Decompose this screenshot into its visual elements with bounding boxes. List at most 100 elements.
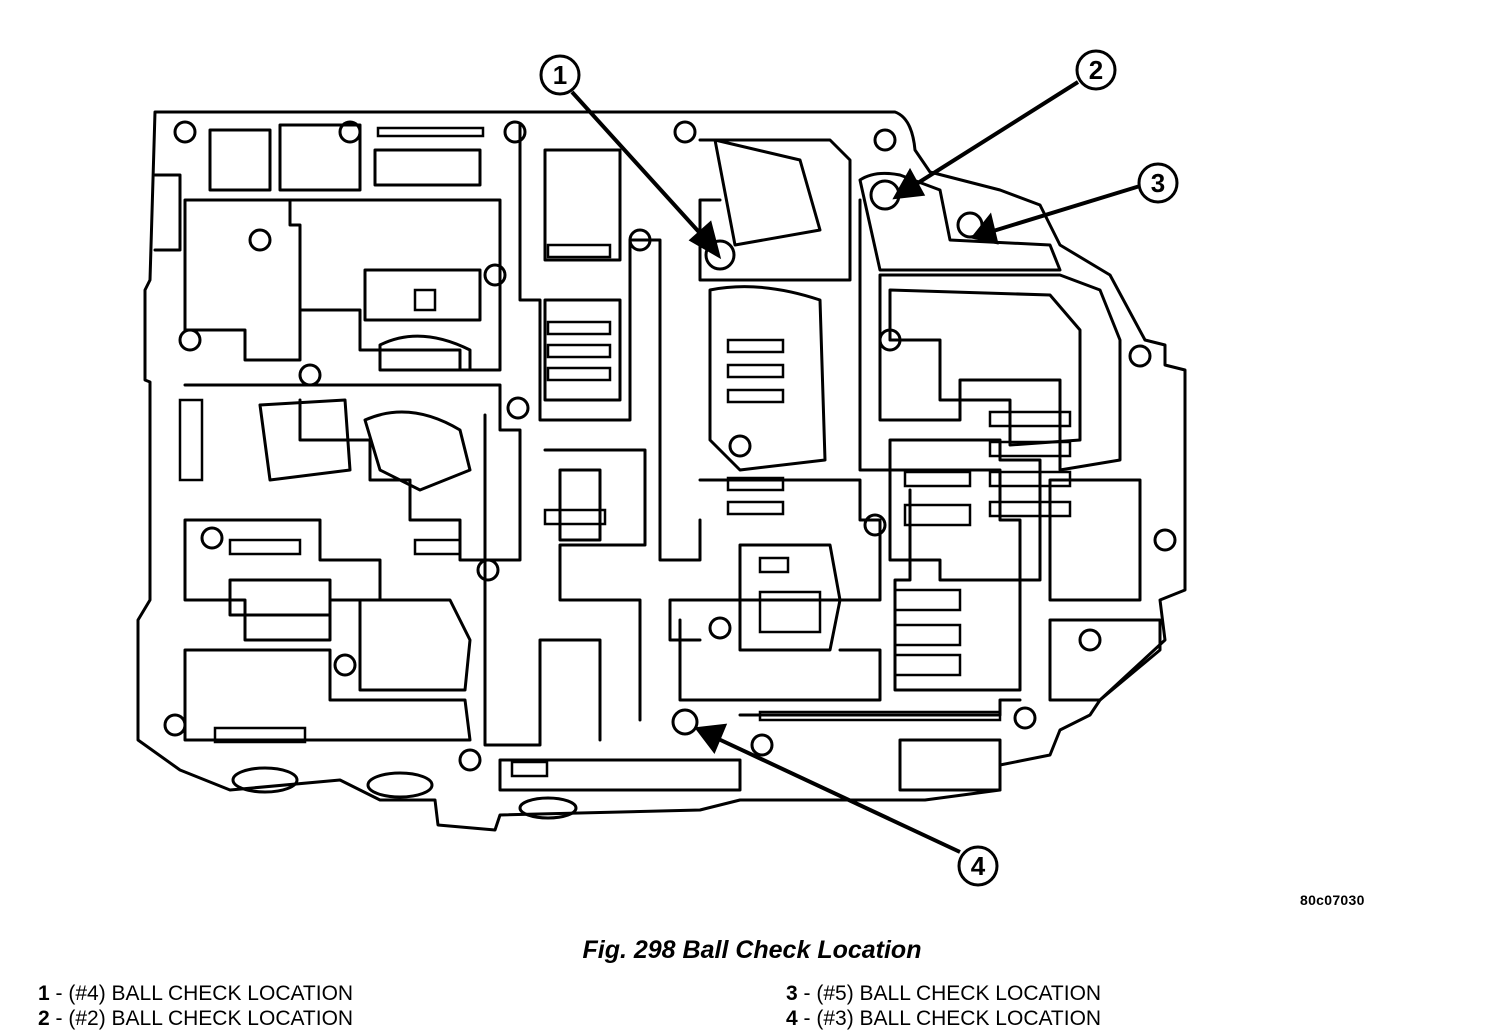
- slot: [546, 343, 612, 359]
- fluid-channel: [878, 273, 1122, 472]
- fluid-channel: [898, 738, 1002, 792]
- bolt-hole: [476, 558, 500, 582]
- legend-number: 1: [38, 982, 50, 1005]
- bolt-hole: [458, 748, 482, 772]
- fluid-channel: [153, 173, 182, 252]
- port-opening: [231, 766, 299, 794]
- slot: [893, 588, 962, 612]
- fluid-channel: [518, 123, 702, 562]
- slot: [543, 508, 607, 526]
- slot: [758, 590, 822, 634]
- callout-2: 2: [1075, 49, 1117, 91]
- legend-number: 4: [786, 1007, 798, 1030]
- fluid-channel: [543, 298, 622, 402]
- fluid-channel: [373, 148, 482, 187]
- callout-3-label: 3: [1151, 168, 1165, 198]
- callout-4: 4: [957, 845, 999, 887]
- legend-text: - (#3) BALL CHECK LOCATION: [797, 1007, 1102, 1030]
- slot: [376, 126, 485, 138]
- slot: [726, 476, 785, 492]
- slot: [178, 398, 204, 482]
- bolt-hole: [173, 120, 197, 144]
- leader-line-2: [908, 80, 1080, 190]
- callout-1: 1: [539, 54, 581, 96]
- slot: [893, 653, 962, 677]
- leader-line-1: [570, 90, 710, 244]
- fluid-channel: [183, 648, 472, 742]
- fluid-channel: [698, 138, 852, 282]
- slot: [903, 470, 972, 488]
- slot: [726, 388, 785, 404]
- slot: [510, 760, 549, 778]
- slot: [228, 538, 302, 556]
- figure-id: 80c07030: [1300, 892, 1365, 908]
- callout-4-label: 4: [971, 851, 986, 881]
- bolt-hole: [333, 653, 357, 677]
- legend-text: - (#4) BALL CHECK LOCATION: [49, 982, 354, 1005]
- slot: [413, 538, 462, 556]
- legend-text: - (#2) BALL CHECK LOCATION: [49, 1007, 354, 1030]
- arrowhead-3: [970, 212, 999, 245]
- arrowhead-2: [892, 167, 926, 200]
- bolt-hole: [1013, 706, 1037, 730]
- fluid-channel: [558, 468, 602, 542]
- callout-1-label: 1: [553, 60, 567, 90]
- fluid-channel: [678, 618, 882, 702]
- bolt-hole: [1153, 528, 1177, 552]
- callout-3: 3: [1137, 162, 1179, 204]
- slot: [413, 288, 437, 312]
- legend-item-1: 1 - (#4) BALL CHECK LOCATION: [38, 982, 353, 1006]
- slot: [988, 500, 1072, 518]
- fluid-channel: [543, 148, 622, 262]
- slot: [988, 440, 1072, 458]
- slot: [546, 320, 612, 336]
- fluid-channel: [738, 698, 1022, 717]
- slot: [758, 556, 790, 574]
- valve-body-diagram: 1 2 3 4: [136, 49, 1187, 887]
- bolt-hole: [750, 733, 774, 757]
- fluid-channel: [543, 448, 647, 722]
- fluid-channel: [183, 383, 522, 562]
- fluid-channel: [228, 198, 502, 372]
- fluid-channel: [358, 598, 472, 692]
- legend-item-2: 2 - (#2) BALL CHECK LOCATION: [38, 1007, 353, 1031]
- bolt-hole: [704, 239, 736, 271]
- slot: [726, 500, 785, 516]
- fluid-channel: [258, 398, 352, 482]
- fluid-channel: [483, 413, 602, 747]
- slot: [758, 710, 1002, 722]
- fluid-channel: [208, 128, 272, 192]
- bolt-hole: [628, 228, 652, 252]
- fluid-channel: [1048, 618, 1162, 702]
- fluid-channel: [708, 285, 827, 472]
- fluid-channel: [858, 198, 1022, 692]
- bolt-hole: [1128, 344, 1152, 368]
- legend-number: 3: [786, 982, 798, 1005]
- slot: [988, 470, 1072, 488]
- figure-caption: Fig. 298 Ball Check Location: [582, 936, 922, 964]
- fluid-channel: [738, 543, 842, 652]
- port-opening: [366, 771, 434, 799]
- slot: [213, 726, 307, 744]
- bolt-hole: [863, 513, 887, 537]
- bolt-hole: [248, 228, 272, 252]
- slot: [546, 243, 612, 259]
- bolt-hole: [873, 128, 897, 152]
- bolt-hole: [298, 363, 322, 387]
- bolt-hole: [483, 263, 507, 287]
- leader-line-3: [989, 184, 1141, 234]
- fluid-channel: [183, 198, 302, 362]
- fluid-channel: [713, 138, 822, 247]
- bolt-hole: [506, 396, 530, 420]
- fluid-channel: [363, 410, 472, 492]
- legend-text: - (#5) BALL CHECK LOCATION: [797, 982, 1102, 1005]
- fluid-channel: [378, 334, 472, 372]
- legend-item-4: 4 - (#3) BALL CHECK LOCATION: [786, 1007, 1101, 1031]
- legend-item-3: 3 - (#5) BALL CHECK LOCATION: [786, 982, 1101, 1006]
- bolt-hole: [1078, 628, 1102, 652]
- bolt-hole: [178, 328, 202, 352]
- bolt-hole: [878, 328, 902, 352]
- bolt-hole: [671, 708, 699, 736]
- fluid-channel: [888, 438, 1042, 582]
